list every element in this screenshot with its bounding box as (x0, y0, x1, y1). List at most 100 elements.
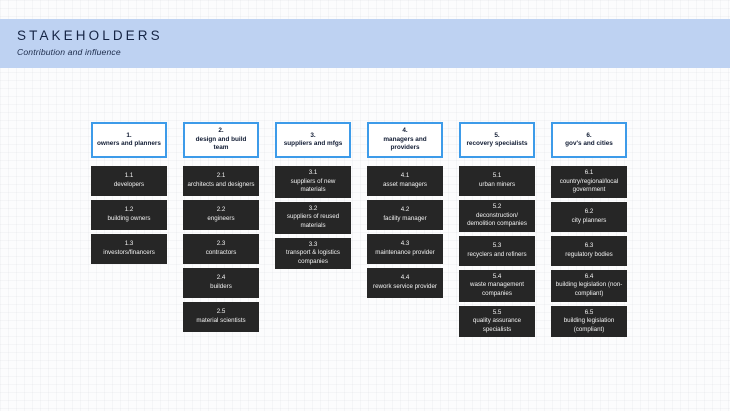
item-number: 1.2 (124, 206, 134, 214)
item-number: 6.5 (584, 308, 594, 316)
item-label: building legislation (compliant) (563, 317, 615, 333)
item-number: 6.4 (584, 272, 594, 280)
column-header-number: 4. (402, 127, 408, 135)
item-label: maintenance provider (375, 249, 435, 256)
column-header-label: managers and providers (383, 135, 427, 152)
column-header-number: 3. (310, 131, 316, 139)
item-label: builders (210, 283, 232, 290)
item-number: 5.3 (492, 242, 502, 250)
item-label: material scientists (196, 317, 246, 324)
column-header-label: recovery specialists (466, 140, 528, 147)
item-number: 3.1 (308, 169, 318, 176)
column-header-3[interactable]: 3.suppliers and mfgs (275, 122, 351, 158)
column-header-number: 5. (494, 131, 500, 139)
column-header-6[interactable]: 6.gov's and cities (551, 122, 627, 158)
column-header-1[interactable]: 1.owners and planners (91, 122, 167, 158)
item-label: asset managers (382, 181, 428, 188)
item-number: 5.4 (492, 272, 502, 280)
column-header-label: gov's and cities (565, 140, 613, 147)
item-label: building legislation (non-compliant) (555, 281, 623, 297)
item-label: facility manager (383, 215, 427, 222)
item-number: 2.5 (216, 308, 226, 316)
item-label: rework service provider (373, 283, 437, 290)
column-header-number: 2. (218, 127, 224, 135)
item-number: 4.2 (400, 206, 410, 214)
page-subtitle: Contribution and influence (17, 47, 121, 57)
column-header-4[interactable]: 4.managers and providers (367, 122, 443, 158)
column-header-label: design and build team (195, 135, 247, 152)
item-label: investors/financers (103, 249, 155, 256)
item-number: 2.1 (216, 172, 226, 180)
item-label: waste management companies (470, 281, 524, 297)
item-label: developers (113, 181, 145, 188)
item-number: 1.1 (124, 172, 134, 180)
item-number: 5.5 (492, 308, 502, 316)
column-header-label: suppliers and mfgs (283, 140, 343, 147)
item-label: contractors (205, 249, 237, 256)
item-number: 2.2 (216, 206, 226, 214)
column-header-5[interactable]: 5.recovery specialists (459, 122, 535, 158)
item-number: 5.2 (492, 203, 502, 210)
item-label: deconstruction/ demolition companies (467, 211, 527, 228)
item-label: architects and designers (187, 181, 255, 188)
item-number: 2.3 (216, 240, 226, 248)
column-header-number: 1. (126, 131, 132, 139)
header-band: STAKEHOLDERS Contribution and influence (0, 19, 730, 68)
item-label: suppliers of new materials (290, 177, 336, 194)
item-number: 1.3 (124, 240, 134, 248)
item-label: building owners (107, 215, 151, 222)
item-number: 3.2 (308, 204, 318, 212)
item-label: recyclers and refiners (467, 250, 527, 258)
item-label: city planners (571, 216, 607, 224)
item-label: country/regional/local government (559, 177, 619, 194)
page-title: STAKEHOLDERS (17, 28, 163, 43)
item-number: 5.1 (492, 172, 502, 180)
item-label: regulatory bodies (565, 250, 613, 258)
item-number: 4.3 (400, 240, 410, 248)
column-header-2[interactable]: 2.design and build team (183, 122, 259, 158)
column-header-number: 6. (586, 131, 592, 139)
item-label: transport & logistics companies (286, 249, 340, 265)
item-number: 6.2 (584, 208, 594, 216)
item-number: 6.1 (584, 169, 594, 176)
column-header-label: owners and planners (97, 140, 161, 147)
item-number: 6.3 (584, 242, 594, 250)
item-label: urban miners (478, 181, 516, 188)
item-number: 4.4 (400, 274, 410, 282)
item-number: 2.4 (216, 274, 226, 282)
item-label: suppliers of reused materials (286, 213, 340, 229)
item-label: quality assurance specialists (472, 317, 522, 333)
